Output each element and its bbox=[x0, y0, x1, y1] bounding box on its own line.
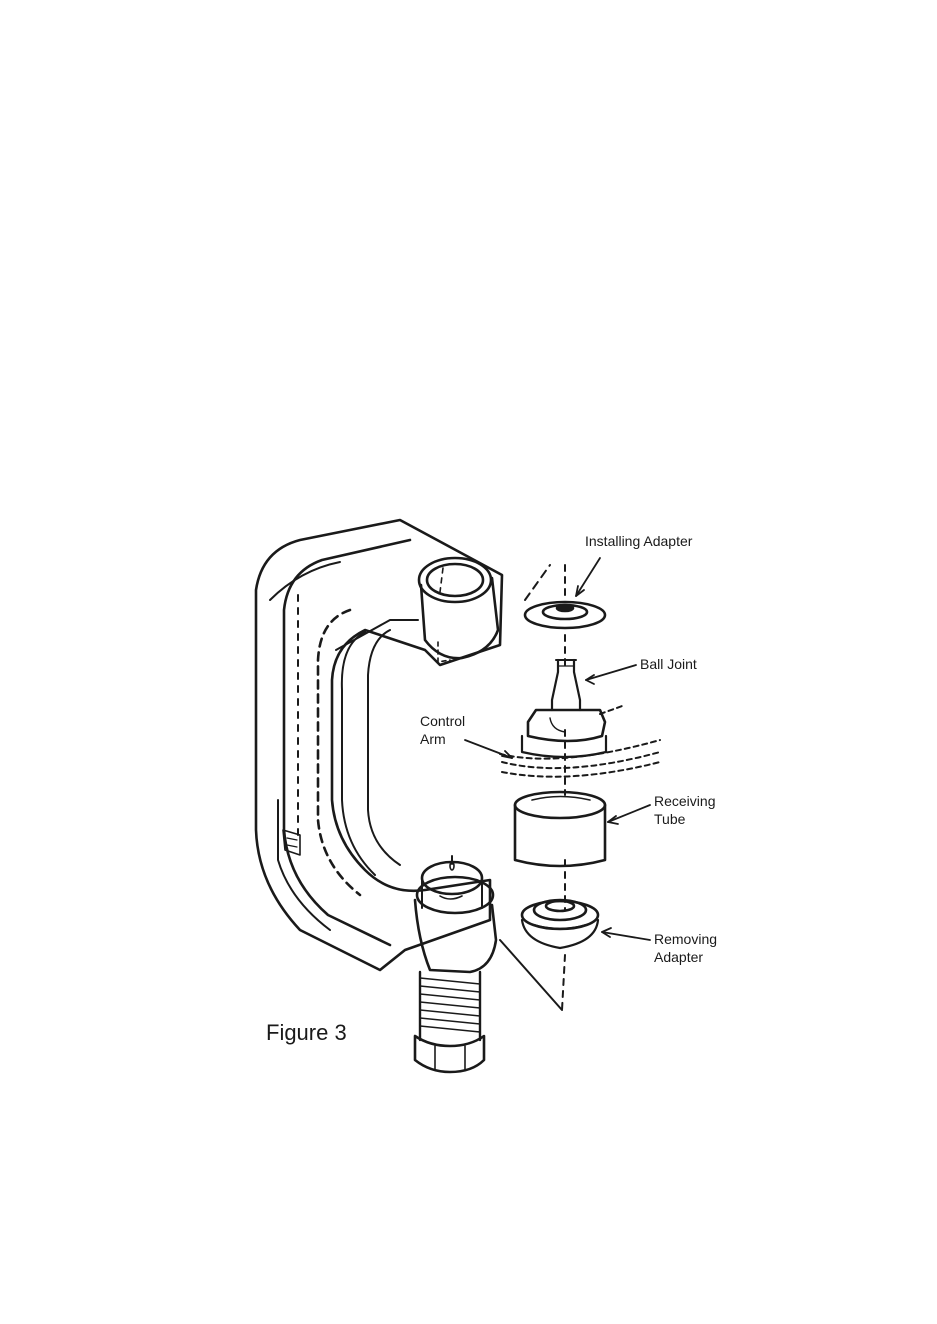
bottom-boss bbox=[415, 900, 496, 972]
removing-adapter-label: Removing Adapter bbox=[654, 930, 717, 966]
ball-joint-press-drawing bbox=[240, 500, 760, 1080]
ball-joint-stud bbox=[552, 660, 580, 710]
control-arm-label: Control Arm bbox=[420, 712, 465, 748]
ball-joint-body bbox=[528, 710, 605, 741]
receiving-tube-label: Receiving Tube bbox=[654, 792, 715, 828]
center-line bbox=[562, 565, 565, 1010]
ball-joint-press-figure: Installing Adapter Ball Joint Control Ar… bbox=[240, 500, 760, 1080]
removing-adapter bbox=[522, 901, 598, 929]
hex-nut bbox=[415, 1036, 484, 1072]
installing-adapter-label: Installing Adapter bbox=[585, 532, 692, 550]
leader-arrows bbox=[465, 558, 650, 940]
control-arm bbox=[500, 740, 660, 777]
ball-joint-label: Ball Joint bbox=[640, 655, 697, 673]
figure-caption: Figure 3 bbox=[266, 1020, 347, 1046]
